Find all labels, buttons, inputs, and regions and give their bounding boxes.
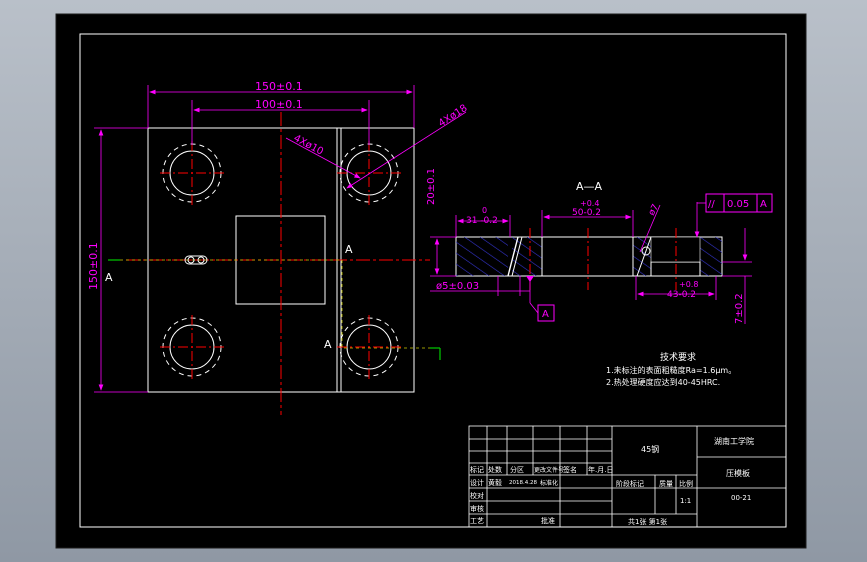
dim-pin-diameter: ø5±0.03	[436, 281, 479, 292]
dim-slot-depth: 7±0.2	[734, 293, 745, 324]
title-block-text: 45钢 湖南工学院 压模板 00-21 1:1 标记 处数 分区 更改文件号 签…	[470, 436, 754, 526]
cut-label-left: A	[105, 271, 113, 284]
dim-width-outer: 150±0.1	[255, 80, 303, 93]
school-name: 湖南工学院	[714, 436, 754, 446]
scale: 1:1	[680, 497, 691, 505]
stage-label: 阶段标记	[616, 479, 644, 488]
part-name: 压模板	[726, 468, 750, 478]
designer: 黄毅	[488, 478, 502, 487]
process-label: 工艺	[470, 517, 484, 525]
tolerance-symbol: //	[708, 199, 715, 210]
dim-width-inner: 100±0.1	[255, 98, 303, 111]
dim-left-lower: 31 -0.2	[466, 216, 498, 226]
hole-bottom-left	[160, 315, 224, 379]
technical-notes: 技术要求 1.未标注的表面粗糙度Ra=1.6μm。 2.热处理硬度应达到40-4…	[606, 351, 736, 387]
approval-label: 批准	[541, 516, 555, 525]
tolerance-value: 0.05	[727, 199, 749, 210]
drawing-sheet	[55, 13, 807, 549]
section-title: A—A	[576, 180, 603, 193]
dim-center-lower: 50-0.2	[572, 208, 601, 218]
auditor-label: 审核	[470, 504, 484, 513]
row-label-change-doc: 更改文件号	[534, 466, 564, 474]
cut-label-right-top: A	[345, 243, 353, 256]
checker-label: 校对	[470, 491, 484, 500]
row-label-count: 处数	[488, 465, 502, 474]
drawing-number: 00-21	[731, 494, 751, 502]
sheet-info: 共1张 第1张	[628, 517, 667, 526]
notes-title: 技术要求	[660, 351, 696, 363]
row-label-mark: 标记	[470, 465, 484, 474]
dim-slot-lower: 43-0.2	[667, 290, 696, 300]
row-label-sign: 签名	[563, 465, 577, 474]
drawing-border	[79, 33, 787, 528]
row-label-zone: 分区	[510, 465, 524, 474]
section-cut-line	[108, 259, 440, 349]
scale-label: 比例	[679, 479, 693, 488]
notes-line-1: 1.未标注的表面粗糙度Ra=1.6μm。	[606, 365, 736, 375]
leader-small-hole	[285, 137, 361, 179]
tolerance-frame	[756, 193, 773, 213]
material: 45钢	[641, 444, 659, 454]
tolerance-datum: A	[760, 199, 767, 210]
datum-label: A	[542, 309, 549, 320]
leader-large-hole	[346, 111, 467, 189]
hatch-left	[456, 237, 508, 276]
standardization-label: 标准化	[540, 479, 558, 487]
design-date: 2018.4.28	[509, 480, 537, 486]
section-view: A—A 20±0.1 0 31 -0.2 +0.4 50-0.2	[426, 168, 773, 324]
dim-height: 150±0.1	[87, 242, 100, 290]
weight-label: 质量	[659, 479, 673, 488]
title-block	[468, 425, 787, 528]
notes-line-2: 2.热处理硬度应达到40-45HRC.	[606, 377, 720, 387]
hole-bottom-right	[337, 315, 401, 379]
dim-angle: ø7	[647, 203, 661, 218]
designer-label: 设计	[470, 478, 484, 487]
hatch-right	[633, 237, 651, 276]
pin-slot	[184, 255, 208, 265]
cut-label-right-bottom: A	[324, 338, 332, 351]
dim-left-upper: 0	[482, 206, 487, 215]
dim-slot-upper: +0.8	[679, 280, 698, 289]
dim-center-upper: +0.4	[580, 199, 599, 208]
row-label-date: 年.月.日	[588, 465, 613, 474]
datum-box	[537, 304, 555, 322]
dim-section-height: 20±0.1	[426, 168, 437, 205]
